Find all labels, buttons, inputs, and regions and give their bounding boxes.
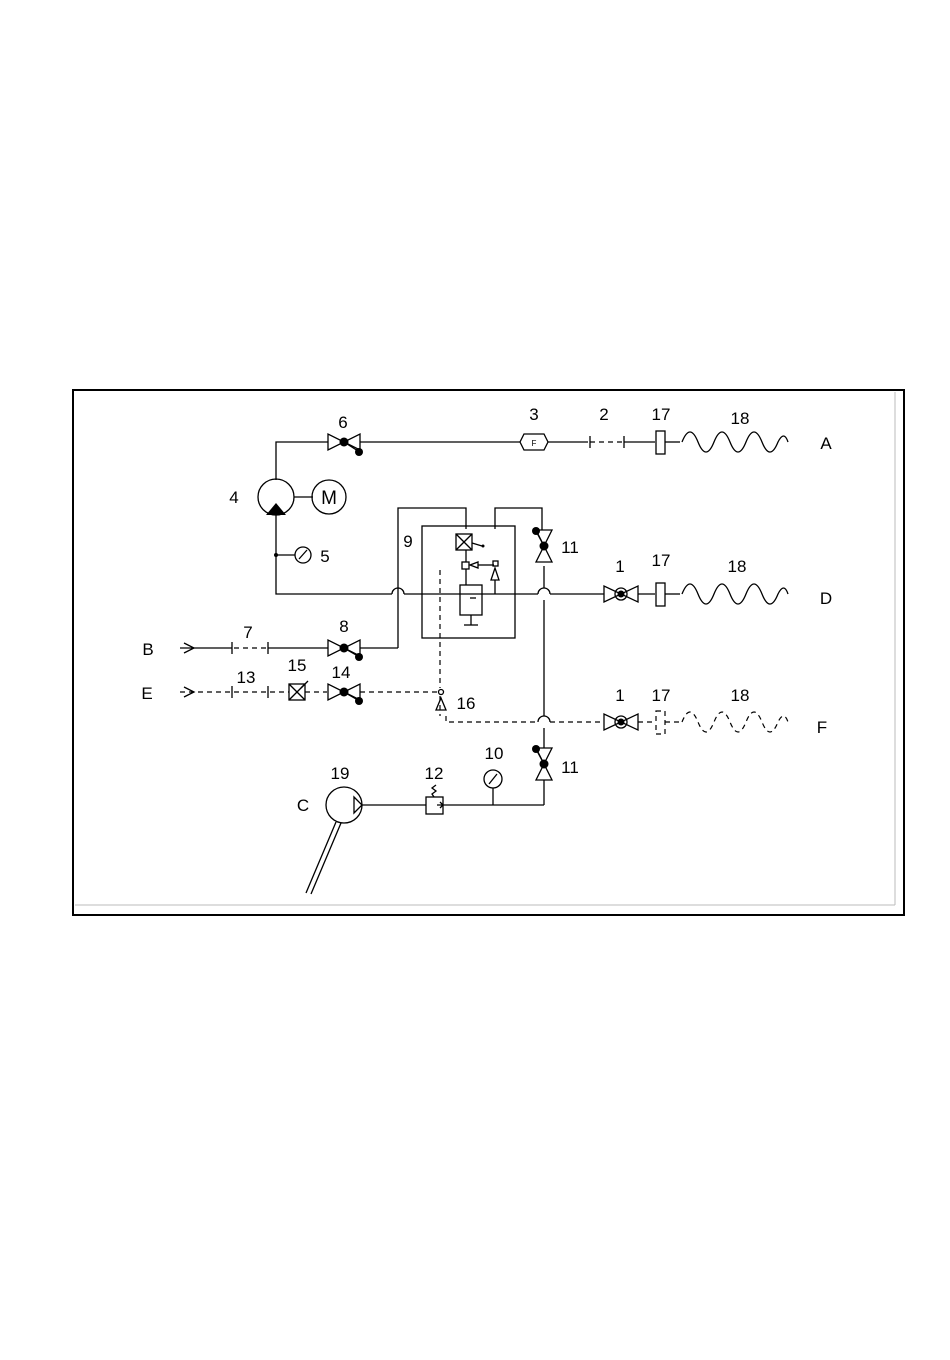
label-18-a: 18 bbox=[731, 409, 750, 428]
label-3: 3 bbox=[529, 405, 538, 424]
valve-8 bbox=[328, 640, 363, 661]
label-2: 2 bbox=[599, 405, 608, 424]
port-e: E bbox=[141, 684, 152, 703]
valve-11-upper bbox=[532, 527, 552, 562]
port-c: C bbox=[297, 796, 309, 815]
port-a: A bbox=[820, 434, 832, 453]
port-b: B bbox=[142, 640, 153, 659]
label-16: 16 bbox=[457, 694, 476, 713]
hose-18-d bbox=[682, 584, 788, 604]
check-valve-1-d bbox=[604, 586, 638, 602]
coupling-17-d bbox=[656, 583, 680, 606]
pump-4 bbox=[258, 479, 313, 515]
svg-text:M: M bbox=[321, 488, 337, 509]
label-4: 4 bbox=[229, 488, 238, 507]
label-14: 14 bbox=[332, 663, 351, 682]
port-f: F bbox=[817, 718, 827, 737]
label-17-a: 17 bbox=[652, 405, 671, 424]
line-b bbox=[180, 642, 398, 654]
label-19: 19 bbox=[331, 764, 350, 783]
throttle-15 bbox=[289, 681, 308, 700]
svg-text:F: F bbox=[532, 439, 537, 448]
coupling-17-f bbox=[656, 711, 680, 734]
valve-11-lower bbox=[532, 745, 552, 780]
line-e bbox=[180, 570, 655, 722]
line-a bbox=[276, 436, 655, 480]
gauge-10 bbox=[484, 770, 502, 788]
label-9: 9 bbox=[403, 532, 412, 551]
hose-18-a bbox=[682, 432, 788, 452]
label-18-d: 18 bbox=[728, 557, 747, 576]
gauge-5 bbox=[274, 547, 311, 563]
label-5: 5 bbox=[320, 547, 329, 566]
label-18-f: 18 bbox=[731, 686, 750, 705]
label-8: 8 bbox=[339, 617, 348, 636]
label-1-d: 1 bbox=[615, 557, 624, 576]
compressor-19 bbox=[306, 787, 362, 894]
label-6: 6 bbox=[338, 413, 347, 432]
label-17-f: 17 bbox=[652, 686, 671, 705]
valve-14 bbox=[328, 684, 363, 705]
motor-m: M bbox=[312, 480, 346, 514]
port-d: D bbox=[820, 589, 832, 608]
unit-9 bbox=[398, 508, 542, 648]
label-13: 13 bbox=[237, 668, 256, 687]
regulator-12 bbox=[426, 785, 443, 814]
valve-6 bbox=[328, 434, 363, 456]
label-1-f: 1 bbox=[615, 686, 624, 705]
hose-18-f bbox=[682, 712, 788, 732]
label-7: 7 bbox=[243, 623, 252, 642]
coupling-17-a bbox=[656, 431, 680, 454]
filter-3: F bbox=[520, 434, 548, 450]
label-17-d: 17 bbox=[652, 551, 671, 570]
label-15: 15 bbox=[288, 656, 307, 675]
label-11-upper: 11 bbox=[561, 538, 579, 557]
label-12: 12 bbox=[425, 764, 444, 783]
label-10: 10 bbox=[485, 744, 504, 763]
label-11-lower: 11 bbox=[561, 758, 579, 777]
line-c bbox=[362, 780, 544, 805]
check-valve-16 bbox=[436, 690, 446, 711]
check-valve-1-f bbox=[604, 714, 638, 730]
